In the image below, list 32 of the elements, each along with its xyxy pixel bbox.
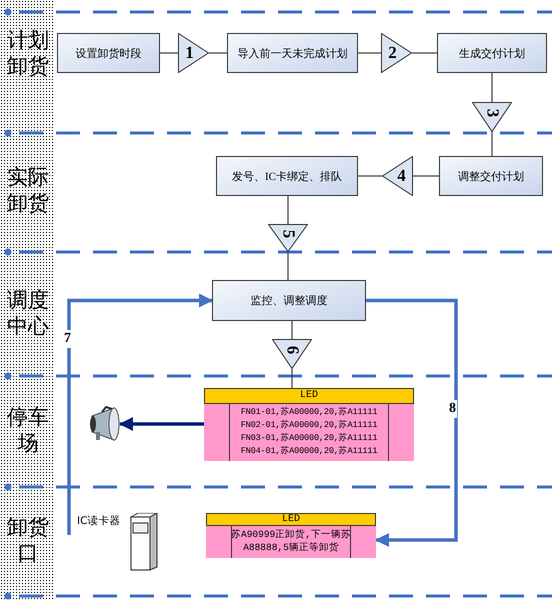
led-board [206, 513, 376, 558]
led-text: FN03-01,苏A00000,20,苏A11111 [240, 432, 378, 445]
arrow [366, 298, 458, 547]
step-triangle: 5 [268, 224, 308, 252]
step-triangle: 6 [272, 339, 312, 369]
card-reader-icon [130, 513, 158, 571]
connector-line [208, 52, 228, 54]
edge-label: 7 [63, 330, 72, 348]
process-box: 调整交付计划 [439, 156, 543, 196]
led-text: FN02-01,苏A00000,20,苏A11111 [240, 419, 378, 432]
process-box: 监控、调整调度 [212, 280, 366, 321]
process-box: 发号、IC卡绑定、排队 [216, 156, 358, 196]
step-triangle: 4 [382, 156, 413, 196]
process-box: 生成交付计划 [437, 33, 547, 73]
connector-line [160, 52, 178, 54]
edge-label: 8 [448, 400, 457, 418]
step-triangle: 2 [381, 33, 412, 73]
led-text: FN01-01,苏A00000,20,苏A11111 [240, 406, 378, 419]
led-header: LED [206, 513, 376, 526]
reader-caption: IC读卡器 [77, 514, 120, 528]
step-triangle: 1 [178, 33, 209, 73]
speaker-icon [88, 406, 120, 442]
led-board [204, 388, 414, 461]
connector-line [358, 52, 382, 54]
led-text: FN04-01,苏A00000,20,苏A11111 [240, 445, 378, 458]
led-header: LED [204, 388, 414, 404]
connector-line [412, 52, 438, 54]
step-triangle: 3 [472, 102, 512, 132]
process-box: 导入前一天未完成计划 [227, 33, 358, 73]
arrow [67, 294, 213, 535]
process-box: 设置卸货时段 [57, 33, 160, 73]
arrow [119, 417, 204, 431]
